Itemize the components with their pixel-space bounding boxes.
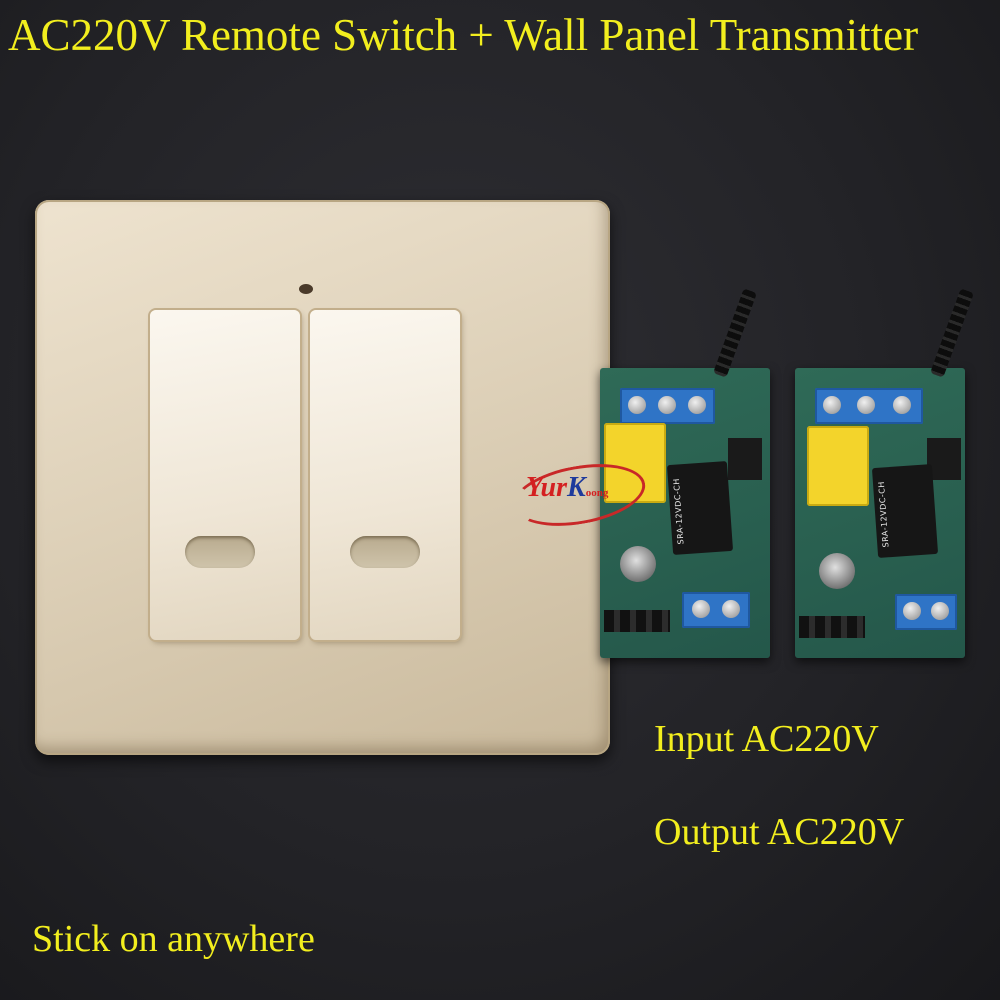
output-voltage-caption: Output AC220V	[654, 811, 905, 853]
decoder-chip	[728, 438, 762, 480]
brand-logo: YurKoong	[507, 454, 651, 536]
right-button-indicator	[350, 536, 420, 568]
jumper-pins	[799, 616, 865, 638]
page-title: AC220V Remote Switch + Wall Panel Transm…	[8, 10, 919, 60]
electrolytic-capacitor	[620, 546, 656, 582]
right-rocker-button	[310, 310, 460, 640]
output-terminal-block	[895, 594, 957, 630]
left-rocker-button	[150, 310, 300, 640]
output-terminal-block	[682, 592, 750, 628]
panel-led-indicator	[299, 284, 313, 294]
logo-text: YurKoong	[526, 472, 609, 503]
stick-anywhere-caption: Stick on anywhere	[32, 918, 315, 960]
electrolytic-capacitor	[819, 553, 855, 589]
relay-label: SRA-12VDC-CH	[876, 480, 891, 548]
decoder-chip	[927, 438, 961, 480]
receiver-board-2: SRA-12VDC-CH	[795, 288, 974, 658]
input-terminal-block	[620, 388, 715, 424]
left-button-indicator	[185, 536, 255, 568]
relay: SRA-12VDC-CH	[666, 461, 734, 555]
receiver-board-1: SRA-12VDC-CH	[600, 288, 770, 658]
safety-capacitor	[604, 423, 666, 503]
jumper-pins	[604, 610, 670, 632]
safety-capacitor	[807, 426, 869, 506]
input-voltage-caption: Input AC220V	[654, 718, 879, 760]
relay: SRA-12VDC-CH	[871, 464, 939, 558]
relay-label: SRA-12VDC-CH	[671, 477, 686, 545]
wall-panel-transmitter	[35, 200, 610, 755]
input-terminal-block	[815, 388, 923, 424]
